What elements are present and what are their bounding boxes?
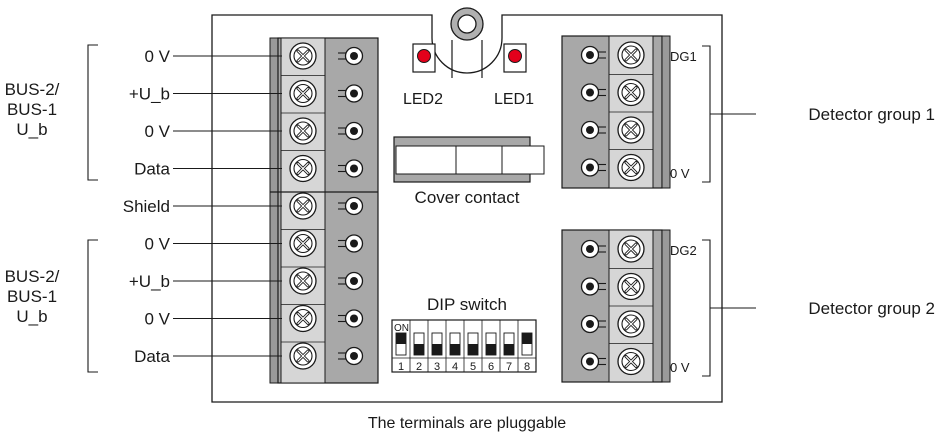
wire-entry-icon (580, 314, 606, 334)
wire-entry-icon (338, 234, 364, 253)
mounting-ring-icon (450, 7, 484, 41)
terminal-label: +U_b (129, 272, 170, 291)
right-labels: DG1 0 V Detector group 1 DG2 0 V Detector gro… (670, 45, 935, 377)
tamper-bracket (451, 40, 483, 78)
zero-volt-label: 0 V (670, 166, 690, 181)
dip-on-label: ON (394, 323, 409, 334)
dip-switch-lever[interactable]: 2 (409, 320, 428, 373)
screw-terminal-icon (289, 42, 317, 70)
screw-terminal-icon (617, 310, 645, 338)
wire-entry-icon (338, 84, 364, 103)
terminal-label: Shield (123, 197, 170, 216)
screw-terminal-icon (617, 78, 645, 107)
led2-label: LED2 (403, 91, 443, 108)
led2-indicator (412, 43, 436, 73)
screw-terminal-icon (617, 272, 645, 301)
cover-contact-label: Cover contact (415, 188, 520, 207)
dg-terminal-label: DG1 (670, 49, 697, 64)
dip-switch-lever[interactable]: 7 (499, 320, 518, 373)
terminal-label: 0 V (144, 47, 170, 66)
screw-terminal-icon (617, 41, 645, 69)
wire-entry-icon (338, 309, 364, 328)
group-bracket (87, 44, 98, 181)
dip-number: 1 (398, 361, 404, 373)
screw-terminal-icon (289, 304, 317, 333)
terminal-label: 0 V (144, 235, 170, 254)
screw-terminal-icon (617, 116, 645, 144)
terminal-label: Data (134, 347, 170, 366)
terminal-label: +U_b (129, 85, 170, 104)
screw-terminal-icon (617, 235, 645, 263)
screw-terminal-icon (617, 153, 645, 182)
group-bracket (87, 239, 98, 373)
dip-switch-lever[interactable]: 6 (481, 320, 500, 373)
wire-entry-icon (338, 271, 364, 291)
dip-switch-lever[interactable]: 1 (392, 332, 410, 373)
right-terminal-strip (561, 35, 671, 383)
terminal-label: Data (134, 160, 170, 179)
dip-number: 3 (434, 361, 440, 373)
wire-entry-icon (580, 352, 606, 371)
bus-group-label: BUS-1 (7, 287, 57, 306)
detector-group-label: Detector group 2 (808, 299, 935, 318)
dip-number: 5 (470, 361, 476, 373)
dip-switch-lever[interactable]: 5 (463, 320, 482, 373)
dg-terminal-label: DG2 (670, 243, 697, 258)
caption: The terminals are pluggable (368, 415, 566, 432)
terminal-label: 0 V (144, 310, 170, 329)
wire-entry-icon (580, 83, 606, 102)
terminal-label: 0 V (144, 122, 170, 141)
dip-switch-lever[interactable]: 8 (517, 320, 536, 373)
bus-group-label: U_b (16, 120, 47, 139)
wire-entry-icon (338, 121, 364, 141)
wire-entry-icon (338, 196, 364, 216)
cover-contact-switch (393, 136, 545, 183)
dip-number: 8 (524, 361, 530, 373)
dip-number: 2 (416, 361, 422, 373)
screw-terminal-icon (289, 192, 317, 220)
wire-entry-icon (580, 239, 606, 259)
wire-entry-icon (338, 159, 364, 178)
screw-terminal-icon (289, 229, 317, 258)
bus-group-label: BUS-2/ (5, 80, 60, 99)
wire-entry-icon (580, 158, 606, 177)
dip-switch-lever[interactable]: 4 (445, 320, 464, 373)
bus-group-label: BUS-1 (7, 100, 57, 119)
bus-group-label: U_b (16, 307, 47, 326)
bus-group-label: BUS-2/ (5, 267, 60, 286)
wire-entry-icon (338, 346, 364, 366)
dip-number: 4 (452, 361, 458, 373)
left-terminal-strip (269, 37, 379, 384)
detector-group-label: Detector group 1 (808, 105, 935, 124)
screw-terminal-icon (289, 79, 317, 108)
dip-number: 6 (488, 361, 494, 373)
screw-terminal-icon (289, 267, 317, 295)
screw-terminal-icon (617, 347, 645, 376)
screw-terminal-icon (289, 154, 317, 183)
screw-terminal-icon (289, 117, 317, 145)
dip-switch-label: DIP switch (427, 295, 507, 314)
wire-entry-icon (580, 120, 606, 140)
zero-volt-label: 0 V (670, 360, 690, 375)
led1-indicator (503, 43, 527, 73)
screw-terminal-icon (289, 342, 317, 370)
wire-entry-icon (580, 277, 606, 296)
dip-number: 7 (506, 361, 512, 373)
wire-entry-icon (580, 45, 606, 65)
dip-switch-lever[interactable]: 3 (427, 320, 446, 373)
led1-label: LED1 (494, 91, 534, 108)
wire-entry-icon (338, 46, 364, 66)
